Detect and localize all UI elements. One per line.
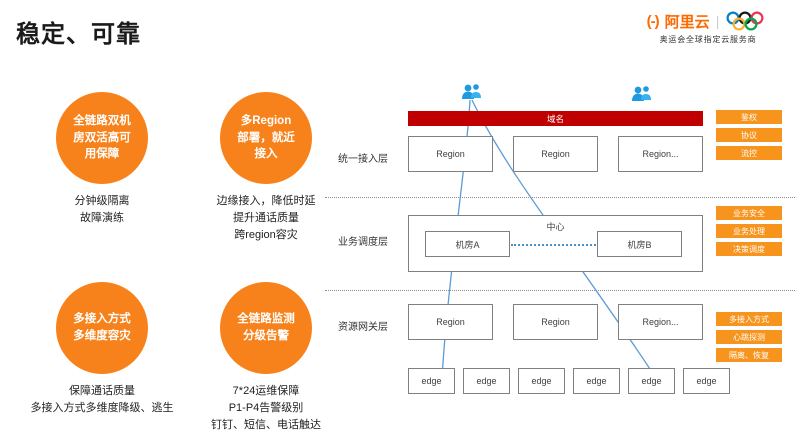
datacenter-node-b: 机房B [597, 231, 682, 257]
tag-column-unified-access: 鉴权 协议 流控 [716, 110, 782, 164]
brand-row: (-) 阿里云 | [628, 10, 788, 32]
tag-item: 业务处理 [716, 224, 782, 238]
tag-column-business-scheduling: 业务安全 业务处理 决策调度 [716, 206, 782, 260]
people-icon [462, 84, 481, 99]
people-icon [632, 86, 651, 101]
domain-name-bar: 域名 [408, 111, 703, 126]
circle-caption: 边缘接入，降低时延 提升通话质量 跨region容灾 [216, 195, 316, 242]
edge-node: edge [628, 368, 675, 394]
region-node: Region... [618, 136, 703, 172]
edge-node: edge [463, 368, 510, 394]
circle-badge: 多接入方式 多维度容灾 [56, 282, 148, 374]
edge-node: edge [518, 368, 565, 394]
alibaba-cloud-wordmark: 阿里云 [664, 13, 710, 31]
region-node: Region [408, 136, 493, 172]
tag-column-resource-gateway: 多接入方式 心跳探测 隔离、恢复 [716, 312, 782, 366]
edge-node: edge [573, 368, 620, 394]
tag-item: 流控 [716, 146, 782, 160]
layer-divider [325, 290, 795, 291]
circle-caption: 7*24运维保障 P1-P4告警级别 钉钉、短信、电话触达 [211, 385, 321, 432]
datacenter-node-a: 机房A [425, 231, 510, 257]
olympic-rings-icon [726, 11, 764, 31]
region-node: Region... [618, 304, 703, 340]
region-node: Region [513, 304, 598, 340]
tag-item: 隔离、恢复 [716, 348, 782, 362]
edge-node: edge [683, 368, 730, 394]
brand-separator: | [715, 13, 720, 29]
feature-circle-full-link-dual-datacenter: 全链路双机房双活高可用保障 分钟级隔离 故障演练 [22, 92, 182, 227]
feature-circle-full-link-monitoring-alerting: 全链路监测 分级告警 7*24运维保障 P1-P4告警级别 钉钉、短信、电话触达 [186, 282, 346, 434]
tag-item: 心跳探测 [716, 330, 782, 344]
edge-node: edge [408, 368, 455, 394]
tag-item: 协议 [716, 128, 782, 142]
page-title: 稳定、可靠 [16, 21, 141, 48]
architecture-diagram: 域名 统一接入层 业务调度层 资源网关层 Region Region Regio… [320, 78, 798, 418]
layer-label-resource-gateway: 资源网关层 [338, 322, 388, 333]
feature-circle-multi-region-deployment: 多Region部署，就近接入 边缘接入，降低时延 提升通话质量 跨region容… [186, 92, 346, 244]
region-node: Region [408, 304, 493, 340]
tag-item: 决策调度 [716, 242, 782, 256]
tag-item: 业务安全 [716, 206, 782, 220]
brand-tagline: 奥运会全球指定云服务商 [659, 35, 757, 44]
alibaba-cloud-mark-icon: (-) [646, 12, 660, 30]
layer-divider [325, 197, 795, 198]
feature-circle-multi-access-disaster-recovery: 多接入方式 多维度容灾 保障通话质量 多接入方式多维度降级、逃生 [22, 282, 182, 417]
tag-item: 多接入方式 [716, 312, 782, 326]
circle-caption: 保障通话质量 多接入方式多维度降级、逃生 [30, 385, 174, 415]
center-label: 中心 [546, 222, 565, 232]
tag-item: 鉴权 [716, 110, 782, 124]
region-node: Region [513, 136, 598, 172]
circle-badge: 多Region部署，就近接入 [220, 92, 312, 184]
brand-logo: (-) 阿里云 | 奥运会全球指定云服务商 [628, 10, 788, 45]
datacenter-link-line [511, 244, 596, 246]
circle-badge: 全链路双机房双活高可用保障 [56, 92, 148, 184]
layer-label-business-scheduling: 业务调度层 [338, 237, 388, 248]
layer-label-unified-access: 统一接入层 [338, 154, 388, 165]
circle-badge: 全链路监测 分级告警 [220, 282, 312, 374]
circle-caption: 分钟级隔离 故障演练 [74, 195, 130, 225]
